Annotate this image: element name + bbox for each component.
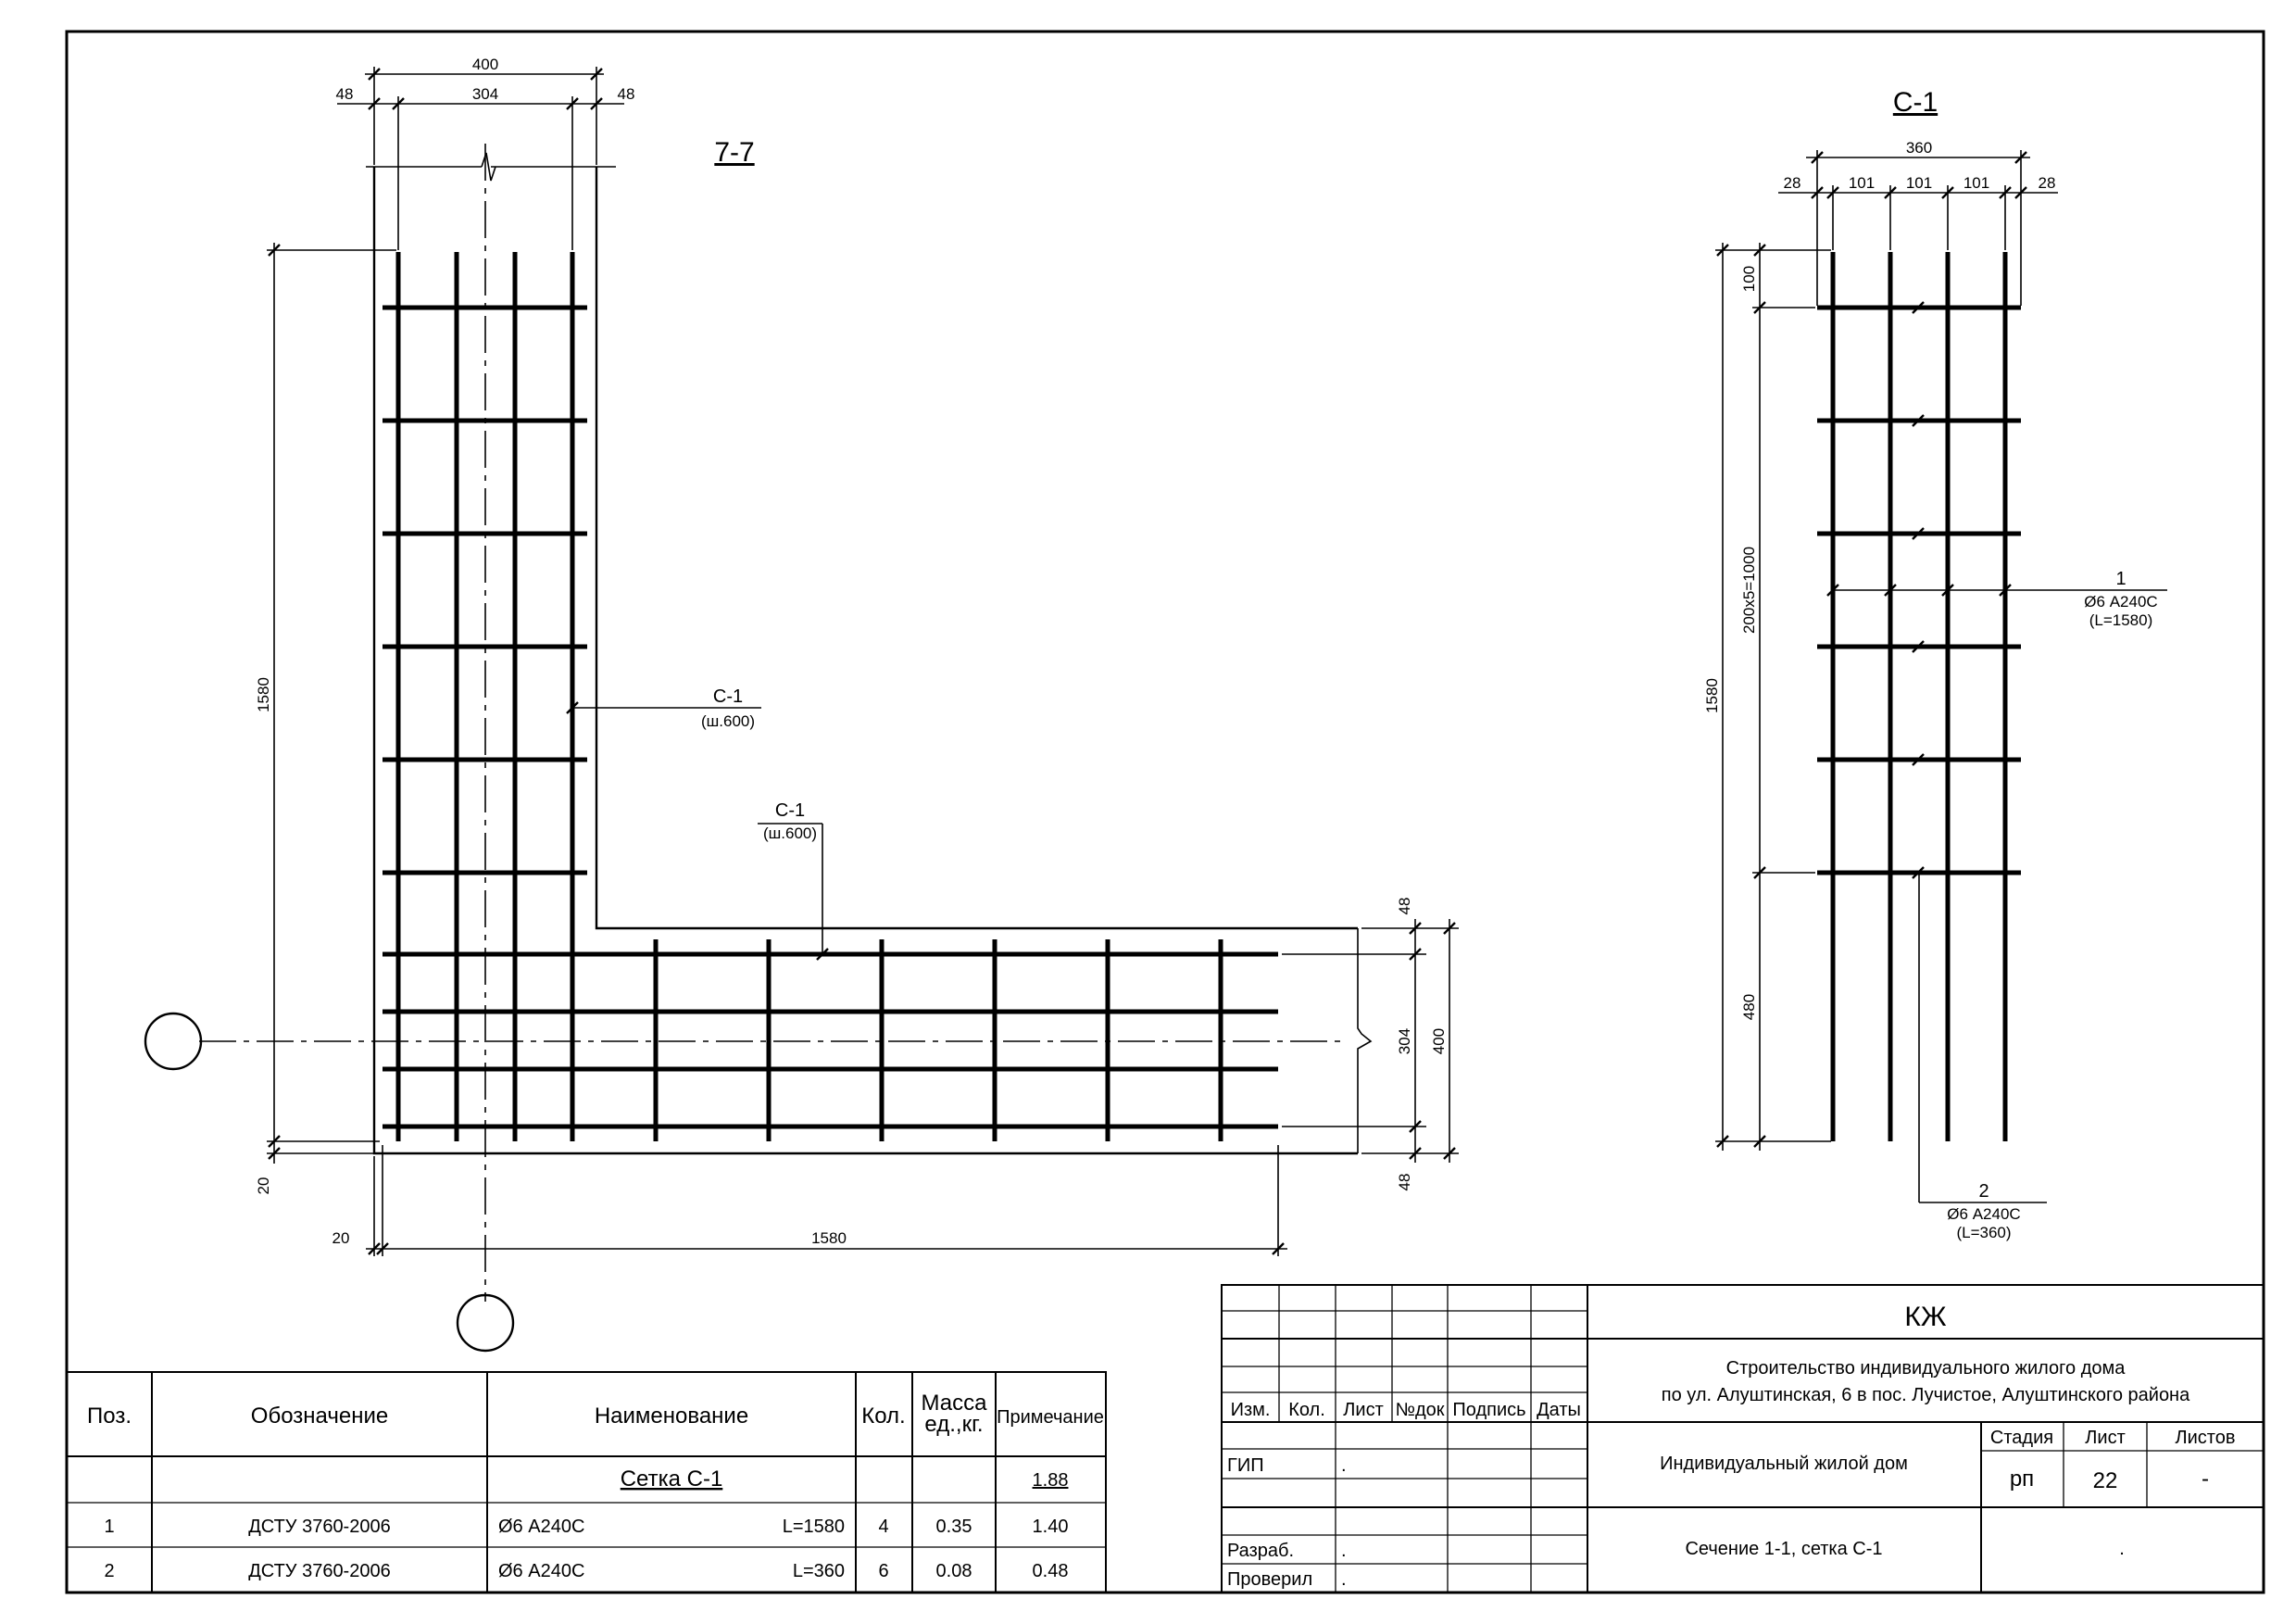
svg-text:L=360: L=360	[793, 1561, 845, 1581]
svg-text:(L=1580): (L=1580)	[2089, 611, 2153, 629]
th-qty: Кол.	[861, 1404, 905, 1429]
svg-text:Ø6 А240С: Ø6 А240С	[2084, 593, 2157, 611]
svg-text:101: 101	[1849, 174, 1875, 192]
svg-text:.: .	[1341, 1569, 1347, 1590]
svg-text:№док: №док	[1396, 1400, 1445, 1420]
svg-text:1580: 1580	[811, 1229, 847, 1247]
svg-text:360: 360	[1906, 139, 1932, 157]
horizontal-leg-longitudinal-bars	[383, 951, 1278, 1129]
svg-text:2: 2	[104, 1561, 114, 1581]
svg-text:С-1: С-1	[775, 800, 805, 821]
svg-text:6: 6	[878, 1561, 888, 1581]
title-block: КЖ Строительство индивидуального жилого …	[1221, 1284, 2265, 1593]
svg-text:20: 20	[255, 1177, 272, 1195]
svg-text:400: 400	[472, 56, 498, 73]
svg-text:Разраб.: Разраб.	[1227, 1541, 1294, 1561]
mesh-c1: С-1	[1703, 87, 2167, 1241]
svg-text:100: 100	[1740, 266, 1758, 292]
svg-text:28: 28	[1784, 174, 1801, 192]
group-name: Сетка С-1	[621, 1467, 723, 1492]
svg-text:(ш.600): (ш.600)	[763, 825, 817, 842]
svg-text:-: -	[2202, 1467, 2209, 1492]
svg-text:С-1: С-1	[713, 686, 743, 707]
svg-text:Стадия: Стадия	[1990, 1428, 2053, 1448]
svg-text:ДСТУ 3760-2006: ДСТУ 3760-2006	[248, 1561, 390, 1581]
svg-text:ГИП: ГИП	[1227, 1455, 1264, 1476]
organization: .	[2119, 1539, 2125, 1559]
svg-text:101: 101	[1906, 174, 1932, 192]
svg-text:48: 48	[336, 85, 354, 103]
object-name: Индивидуальный жилой дом	[1660, 1454, 1908, 1474]
callout-horizontal-mesh: С-1 (ш.600)	[758, 800, 829, 961]
svg-text:2: 2	[1978, 1181, 1989, 1202]
svg-text:48: 48	[1396, 1174, 1413, 1191]
svg-text:200х5=1000: 200х5=1000	[1740, 547, 1758, 634]
callout-pos1: 1 Ø6 А240С (L=1580)	[1826, 569, 2167, 629]
th-designation: Обозначение	[251, 1404, 388, 1429]
svg-text:1: 1	[104, 1517, 114, 1537]
svg-text:0.35: 0.35	[936, 1517, 972, 1537]
concrete-outline	[372, 167, 1358, 1155]
sheet-frame	[65, 30, 2265, 1594]
svg-text:рп: рп	[2010, 1467, 2034, 1492]
svg-text:400: 400	[1430, 1028, 1448, 1054]
svg-text:20: 20	[332, 1229, 350, 1247]
svg-text:Изм.: Изм.	[1231, 1400, 1271, 1420]
th-note: Примечание	[997, 1407, 1104, 1428]
svg-text:(ш.600): (ш.600)	[701, 712, 755, 730]
svg-text:1.40: 1.40	[1033, 1517, 1069, 1537]
svg-text:Лист: Лист	[2085, 1428, 2125, 1448]
svg-text:0.08: 0.08	[936, 1561, 972, 1581]
svg-text:Проверил: Проверил	[1227, 1569, 1312, 1590]
svg-text:ДСТУ 3760-2006: ДСТУ 3760-2006	[248, 1517, 390, 1537]
svg-text:1: 1	[2115, 569, 2126, 589]
th-name: Наименование	[595, 1404, 748, 1429]
horizontal-leg-cross-bars	[653, 939, 1223, 1141]
svg-text:Ø6 А240С: Ø6 А240С	[1947, 1205, 2020, 1223]
svg-text:.: .	[1341, 1541, 1347, 1561]
grid-axis-bubble-bottom	[456, 1293, 515, 1353]
svg-text:48: 48	[1396, 898, 1413, 915]
svg-text:1580: 1580	[1703, 678, 1721, 713]
specification-table: Поз. Обозначение Наименование Кол. Масса…	[66, 1371, 1107, 1593]
svg-text:48: 48	[618, 85, 635, 103]
mesh-longitudinal-bars	[1830, 252, 2008, 1141]
project-line1: Строительство индивидуального жилого дом…	[1726, 1358, 2127, 1379]
svg-text:Ø6 А240С: Ø6 А240С	[498, 1517, 584, 1537]
svg-text:Подпись: Подпись	[1452, 1400, 1525, 1420]
vertical-leg-longitudinal-bars	[395, 252, 575, 1141]
mesh-title: С-1	[1893, 87, 1938, 118]
svg-text:4: 4	[878, 1517, 888, 1537]
doc-code: КЖ	[1904, 1302, 1946, 1332]
svg-text:0.48: 0.48	[1033, 1561, 1069, 1581]
svg-text:22: 22	[2093, 1468, 2118, 1493]
callout-vertical-mesh: С-1 (ш.600)	[566, 686, 761, 730]
svg-text:Лист: Лист	[1343, 1400, 1383, 1420]
svg-text:L=1580: L=1580	[783, 1517, 845, 1537]
svg-text:1580: 1580	[255, 677, 272, 712]
svg-text:Даты: Даты	[1537, 1400, 1581, 1420]
svg-text:28: 28	[2039, 174, 2056, 192]
svg-text:480: 480	[1740, 994, 1758, 1020]
section-7-7: 7-7	[144, 56, 1459, 1353]
svg-text:Кол.: Кол.	[1288, 1400, 1325, 1420]
section-title: 7-7	[714, 137, 754, 168]
sheet-content: Сечение 1-1, сетка С-1	[1685, 1539, 1882, 1559]
project-line2: по ул. Алуштинская, 6 в пос. Лучистое, А…	[1662, 1385, 2190, 1405]
svg-text:101: 101	[1964, 174, 1989, 192]
th-mass-unit: ед.,кг.	[924, 1412, 983, 1437]
svg-text:304: 304	[1396, 1028, 1413, 1054]
group-note: 1.88	[1033, 1470, 1069, 1491]
svg-text:Листов: Листов	[2176, 1428, 2236, 1448]
svg-text:304: 304	[472, 85, 498, 103]
th-mass: Масса	[922, 1391, 988, 1416]
grid-axis-bubble-left	[144, 1012, 203, 1071]
callout-pos2: 2 Ø6 А240С (L=360)	[1918, 873, 2047, 1241]
svg-text:Ø6 А240С: Ø6 А240С	[498, 1561, 584, 1581]
svg-text:.: .	[1341, 1455, 1347, 1476]
svg-text:(L=360): (L=360)	[1956, 1224, 2011, 1241]
th-pos: Поз.	[87, 1404, 132, 1429]
